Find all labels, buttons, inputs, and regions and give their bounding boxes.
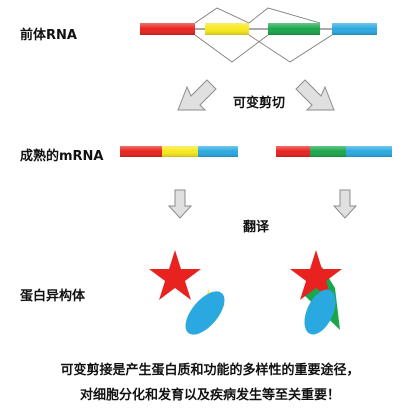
translation-arrow-left: [167, 189, 193, 219]
caption-line-2: 对细胞分化和发育以及疾病发生等至关重要！: [79, 388, 340, 403]
splice-path-lower: [194, 34, 269, 63]
red-star: [149, 250, 201, 300]
splice-arrow-right: [295, 79, 335, 111]
pre-rna-strand: [140, 23, 377, 35]
translation-label: 翻译: [243, 220, 270, 235]
red-star: [290, 250, 342, 300]
pre-rna-label: 前体RNA: [20, 28, 77, 43]
splice-path-upper: [248, 7, 321, 24]
mature-mrna-label: 成熟的mRNA: [20, 149, 104, 164]
mature-mrna-left: [120, 146, 238, 157]
mature-mrna-right: [276, 146, 392, 157]
blue-ellipse: [304, 289, 336, 335]
splice-path-upper: [194, 7, 250, 24]
caption-line-1: 可变剪接是产生蛋白质和功能的多样性的重要途径，: [60, 363, 360, 378]
splice-path-lower: [248, 34, 333, 63]
splice-paths: [194, 7, 333, 63]
translation-arrow-right: [332, 189, 358, 219]
protein-isoform-right: [290, 250, 342, 335]
blue-ellipse: [185, 291, 225, 335]
protein-isoforms-label: 蛋白异构体: [20, 289, 86, 304]
alternative-splicing-label: 可变剪切: [233, 96, 286, 111]
protein-isoform-left: [149, 250, 225, 335]
splice-arrow-left: [177, 79, 217, 111]
